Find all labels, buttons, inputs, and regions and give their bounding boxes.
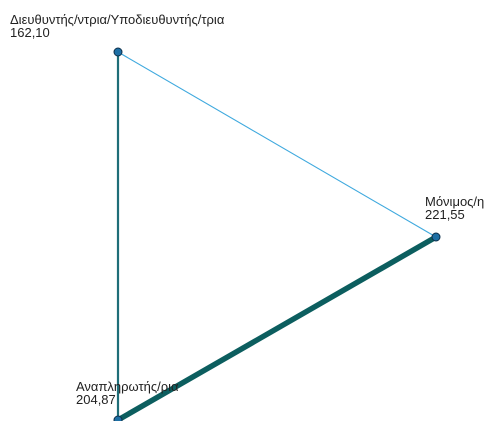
edges-layer <box>115 50 439 421</box>
node-value-n2: 204,87 <box>76 392 116 407</box>
node-label-n1: Μόνιμος/η <box>425 194 484 209</box>
node-label-n2: Αναπληρωτής/ρια <box>76 379 179 394</box>
node-label-n0: Διευθυντής/ντρια/Υποδιευθυντής/τρια <box>10 12 225 27</box>
node-n1 <box>431 232 441 242</box>
nodes-layer <box>113 47 441 421</box>
node-value-n1: 221,55 <box>425 207 465 222</box>
node-n2 <box>113 415 123 421</box>
labels-layer: Διευθυντής/ντρια/Υποδιευθυντής/τρια162,1… <box>10 12 484 407</box>
node-value-n0: 162,10 <box>10 25 50 40</box>
edge-n1-n2 <box>115 234 439 421</box>
node-n0 <box>113 47 123 57</box>
edge-n0-n1 <box>117 51 437 238</box>
